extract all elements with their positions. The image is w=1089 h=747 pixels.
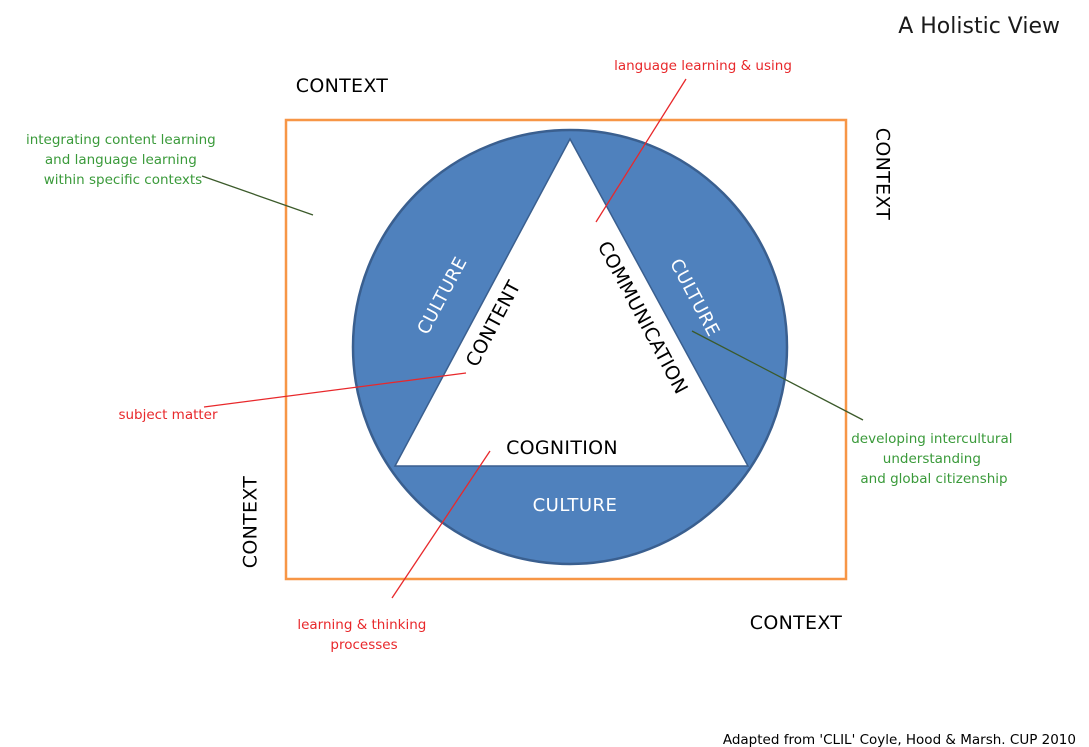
annotation-integrating-line-3: within specific contexts [44, 172, 202, 188]
annotation-integrating-line-2: and language learning [45, 152, 197, 168]
leader-line-integrating [201, 175, 314, 216]
context-label-top: CONTEXT [296, 75, 389, 97]
context-label-right: CONTEXT [872, 128, 894, 221]
leader-line-language [595, 78, 687, 223]
source-credit: Adapted from 'CLIL' Coyle, Hood & Marsh.… [723, 732, 1076, 747]
annotation-thinking-line-1: learning & thinking [297, 617, 426, 633]
context-label-bottom: CONTEXT [750, 612, 843, 634]
annotation-language-learning: language learning & using [614, 58, 792, 74]
annotation-integrating-line-1: integrating content learning [26, 132, 216, 148]
diagram-title: A Holistic View [898, 14, 1060, 39]
annotation-thinking-line-2: processes [330, 637, 397, 653]
context-frame [284, 118, 848, 581]
culture-label-bottom: CULTURE [533, 495, 618, 516]
annotation-intercultural-line-3: and global citizenship [860, 471, 1007, 487]
core-triangle [393, 137, 750, 467]
annotation-intercultural-line-2: understanding [883, 451, 981, 467]
leader-line-subject [203, 372, 467, 408]
leader-line-thinking [391, 450, 491, 599]
annotation-intercultural: developing intercultural understanding a… [851, 431, 1017, 487]
annotation-subject-matter: subject matter [118, 407, 218, 423]
annotation-intercultural-line-1: developing intercultural [851, 431, 1012, 447]
cognition-label: COGNITION [506, 437, 618, 459]
leader-line-intercultural [691, 330, 864, 421]
context-label-left: CONTEXT [240, 476, 262, 569]
annotation-thinking: learning & thinking processes [297, 617, 430, 653]
annotation-integrating: integrating content learning and languag… [26, 132, 220, 188]
